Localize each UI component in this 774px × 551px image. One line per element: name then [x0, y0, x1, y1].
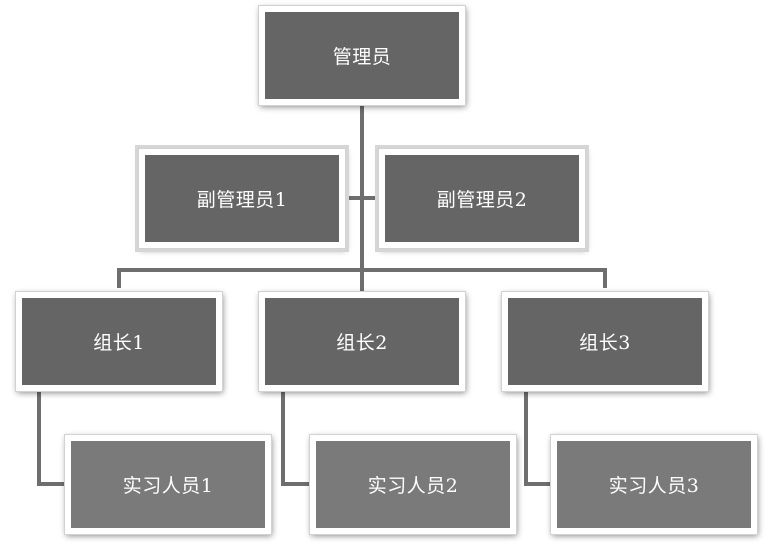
- intern-2-label: 实习人员2: [367, 475, 459, 497]
- intern-2-node: 实习人员2: [310, 435, 516, 534]
- deputy-admin-1-node: 副管理员1: [139, 149, 345, 248]
- intern-1-label: 实习人员1: [122, 475, 214, 497]
- team-leader-2-label: 组长2: [336, 332, 388, 354]
- admin-label: 管理员: [332, 46, 392, 68]
- team-leader-3-node: 组长3: [502, 292, 708, 391]
- team-leader-3-label: 组长3: [579, 332, 631, 354]
- deputy-admin-2-node: 副管理员2: [379, 149, 585, 248]
- team-leader-2-node: 组长2: [259, 292, 465, 391]
- intern-3-node: 实习人员3: [551, 435, 757, 534]
- deputy-admin-1-label: 副管理员1: [196, 189, 288, 211]
- deputy-admin-2-label: 副管理员2: [436, 189, 528, 211]
- intern3-link-line: [524, 389, 553, 486]
- admin-node: 管理员: [259, 6, 465, 105]
- team-leader-1-label: 组长1: [93, 332, 145, 354]
- intern-1-node: 实习人员1: [65, 435, 271, 534]
- intern1-link-line: [37, 389, 67, 486]
- team-leader-1-node: 组长1: [16, 292, 222, 391]
- intern-3-label: 实习人员3: [608, 475, 700, 497]
- intern2-link-line: [281, 389, 312, 486]
